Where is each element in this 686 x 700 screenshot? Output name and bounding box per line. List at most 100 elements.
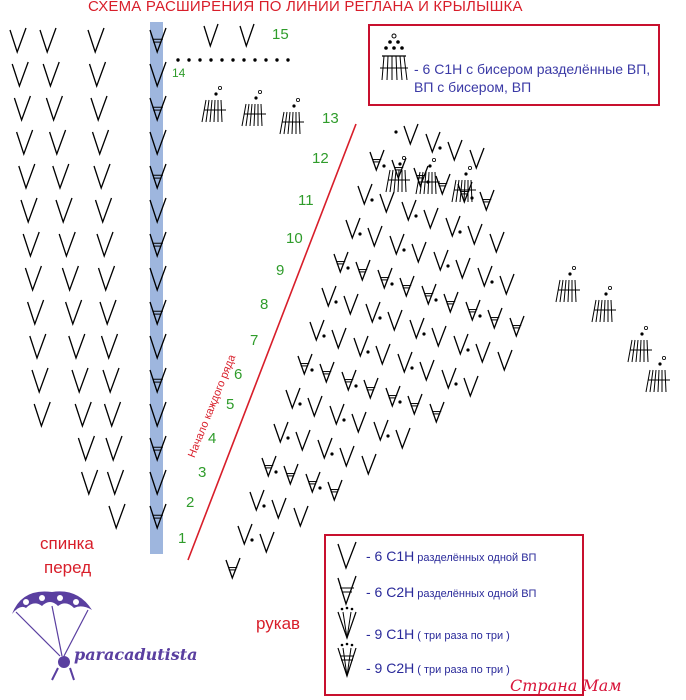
v-symbol xyxy=(479,189,495,212)
v-symbol xyxy=(20,197,38,224)
v-symbol xyxy=(379,191,395,214)
bead-cluster xyxy=(415,157,440,195)
v-symbol xyxy=(351,411,367,434)
chain-dot xyxy=(390,282,394,286)
chain-dot xyxy=(253,58,257,62)
row-number-1: 1 xyxy=(178,530,187,547)
v-symbol xyxy=(237,523,253,546)
watermark-text: Страна Мам xyxy=(510,676,622,695)
v-symbol xyxy=(497,349,513,372)
row-number-5: 5 xyxy=(226,396,235,413)
row-number-8: 8 xyxy=(260,296,269,313)
wing-symbols xyxy=(225,123,525,580)
chain-dot xyxy=(354,384,358,388)
v-symbol xyxy=(39,27,57,54)
chain-dot xyxy=(220,58,224,62)
v-symbol xyxy=(149,469,167,496)
bead-cluster xyxy=(627,325,652,363)
v-symbol xyxy=(317,437,333,460)
v-symbol xyxy=(149,231,167,258)
row-number-12: 12 xyxy=(312,150,329,167)
v-symbol xyxy=(399,275,415,298)
v-symbol xyxy=(48,129,67,156)
v-symbol xyxy=(203,23,219,49)
v-symbol xyxy=(225,557,241,580)
logo-text: paracadutista xyxy=(74,645,198,664)
chain-dot xyxy=(250,538,254,542)
v-symbol xyxy=(401,199,417,222)
v-symbol xyxy=(9,27,27,54)
v-symbol xyxy=(94,197,113,224)
v-symbol xyxy=(419,359,435,382)
v-symbol xyxy=(447,139,463,162)
v-symbol xyxy=(88,61,107,88)
v-symbol xyxy=(149,401,167,428)
v-symbol xyxy=(441,367,457,390)
v-symbol xyxy=(64,299,83,326)
chain-dot xyxy=(242,58,246,62)
v-symbol xyxy=(435,173,451,196)
chain-dot xyxy=(322,334,326,338)
bead-cluster xyxy=(555,265,580,303)
legend-stitch-box: - 6 С1Н разделённых одной ВП - 6 С2Н раз… xyxy=(324,534,584,696)
v-symbol xyxy=(45,95,64,122)
bead-cluster xyxy=(451,165,476,203)
fan-double-icon xyxy=(337,642,357,678)
v-symbol xyxy=(333,251,349,274)
v-symbol xyxy=(423,207,439,230)
label-back: спинка xyxy=(40,534,94,553)
chain-dot xyxy=(382,164,386,168)
v-symbol xyxy=(97,265,116,292)
chain-dot xyxy=(176,58,180,62)
chain-dot xyxy=(414,214,418,218)
chain-dot xyxy=(394,130,398,134)
v-symbol xyxy=(271,497,287,520)
v-symbol xyxy=(425,131,441,154)
v-symbol xyxy=(385,385,401,408)
v-symbol xyxy=(24,265,43,292)
chain-dot xyxy=(398,400,402,404)
v-symbol xyxy=(31,367,49,394)
chain-dot xyxy=(478,314,482,318)
v-symbol xyxy=(307,395,323,418)
v-symbol xyxy=(13,95,32,122)
chain-dot xyxy=(454,382,458,386)
v-symbol xyxy=(93,163,111,190)
v-symbol xyxy=(149,333,167,360)
v-symbol xyxy=(421,283,437,306)
v-symbol xyxy=(106,469,125,496)
v-symbol xyxy=(285,387,301,410)
legend-row-4-note: ( три раза по три ) xyxy=(414,664,510,676)
v-symbol xyxy=(429,401,445,424)
v-symbol xyxy=(357,183,373,206)
v-symbol xyxy=(61,265,80,292)
v-symbol xyxy=(367,225,383,248)
chain-dot xyxy=(330,452,334,456)
legend-row-1-note: разделённых одной ВП xyxy=(414,552,537,564)
chain-dot xyxy=(286,58,290,62)
v-symbol xyxy=(108,503,126,530)
v-symbol xyxy=(465,299,481,322)
chain-dot xyxy=(346,266,350,270)
v-symbol xyxy=(443,291,459,314)
v-symbol xyxy=(91,129,110,156)
row-number-10: 10 xyxy=(286,230,303,247)
v-symbol xyxy=(149,299,167,326)
v-symbol xyxy=(261,455,277,478)
v-symbol xyxy=(331,327,347,350)
v-symbol xyxy=(99,299,117,326)
v-single-icon xyxy=(337,541,357,570)
v-symbol xyxy=(42,61,60,88)
v-symbol xyxy=(387,309,403,332)
v-symbol xyxy=(375,343,391,366)
chain-dot xyxy=(187,58,191,62)
v-symbol xyxy=(149,265,167,292)
v-symbol xyxy=(149,61,167,88)
v-symbol xyxy=(373,419,389,442)
chain-dot xyxy=(231,58,235,62)
v-symbol xyxy=(283,463,299,486)
parachute-logo-icon xyxy=(12,591,92,681)
v-symbol xyxy=(293,505,309,528)
row-number-15: 15 xyxy=(272,26,289,43)
chain-dot xyxy=(318,486,322,490)
